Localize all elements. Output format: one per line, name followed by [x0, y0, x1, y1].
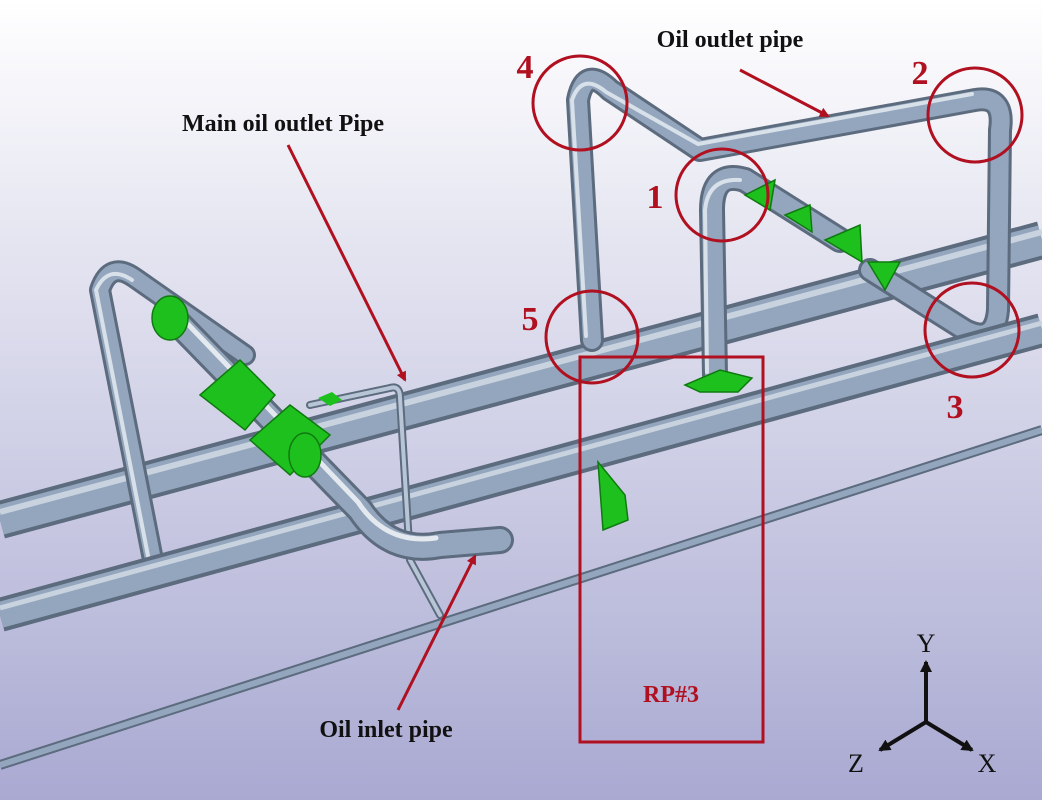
- thin-pipeline: [0, 425, 1042, 770]
- marker-circle-1: [674, 147, 770, 243]
- left-loop-pipe: [89, 260, 256, 581]
- arrow-oil-outlet: [739, 68, 830, 118]
- support-plate-2: [248, 404, 332, 477]
- oil-inlet-pipe: [166, 311, 514, 561]
- main-pipeline-front: [0, 313, 1042, 632]
- marker-number-3: 3: [947, 389, 964, 426]
- valve-4: [783, 203, 813, 234]
- arrow-oil-inlet: [396, 554, 477, 711]
- rp3-region-box: [578, 355, 765, 744]
- z-axis-label: Z: [848, 749, 864, 778]
- z-axis-arrow: [878, 720, 928, 752]
- marker-number-4: 4: [517, 49, 534, 86]
- x-axis-arrow: [924, 720, 974, 752]
- marker-number-5: 5: [522, 301, 539, 338]
- support-base-rp3: [683, 369, 754, 393]
- support-bracket-rp3: [597, 459, 629, 532]
- marker-circle-4: [531, 54, 629, 152]
- leader-arrows: [286, 68, 830, 711]
- coordinate-axes: [878, 660, 974, 752]
- marker-circle-5: [544, 289, 640, 385]
- rp3-label: RP#3: [643, 682, 699, 708]
- marker-circle-3: [923, 281, 1021, 379]
- oil-outlet-riser: [699, 165, 853, 388]
- green-supports: [151, 178, 902, 532]
- x-axis-label: X: [978, 749, 997, 778]
- main-oil-outlet-label: Main oil outlet Pipe: [182, 111, 384, 137]
- oil-inlet-label: Oil inlet pipe: [319, 717, 453, 743]
- valve-6: [866, 261, 902, 292]
- arrow-main-outlet: [286, 144, 407, 382]
- small-valve: [318, 392, 342, 406]
- support-plate-1: [198, 358, 277, 432]
- valve-5: [823, 223, 863, 264]
- valve-1: [151, 295, 189, 341]
- valve-2: [288, 432, 322, 478]
- marker-number-1: 1: [647, 179, 664, 216]
- marker-number-2: 2: [912, 55, 929, 92]
- marker-circle-2: [926, 66, 1024, 164]
- marker-circles: [531, 54, 1024, 385]
- small-outlet-pipe: [306, 383, 444, 619]
- oil-outlet-label: Oil outlet pipe: [657, 27, 804, 53]
- y-axis-label: Y: [917, 629, 936, 658]
